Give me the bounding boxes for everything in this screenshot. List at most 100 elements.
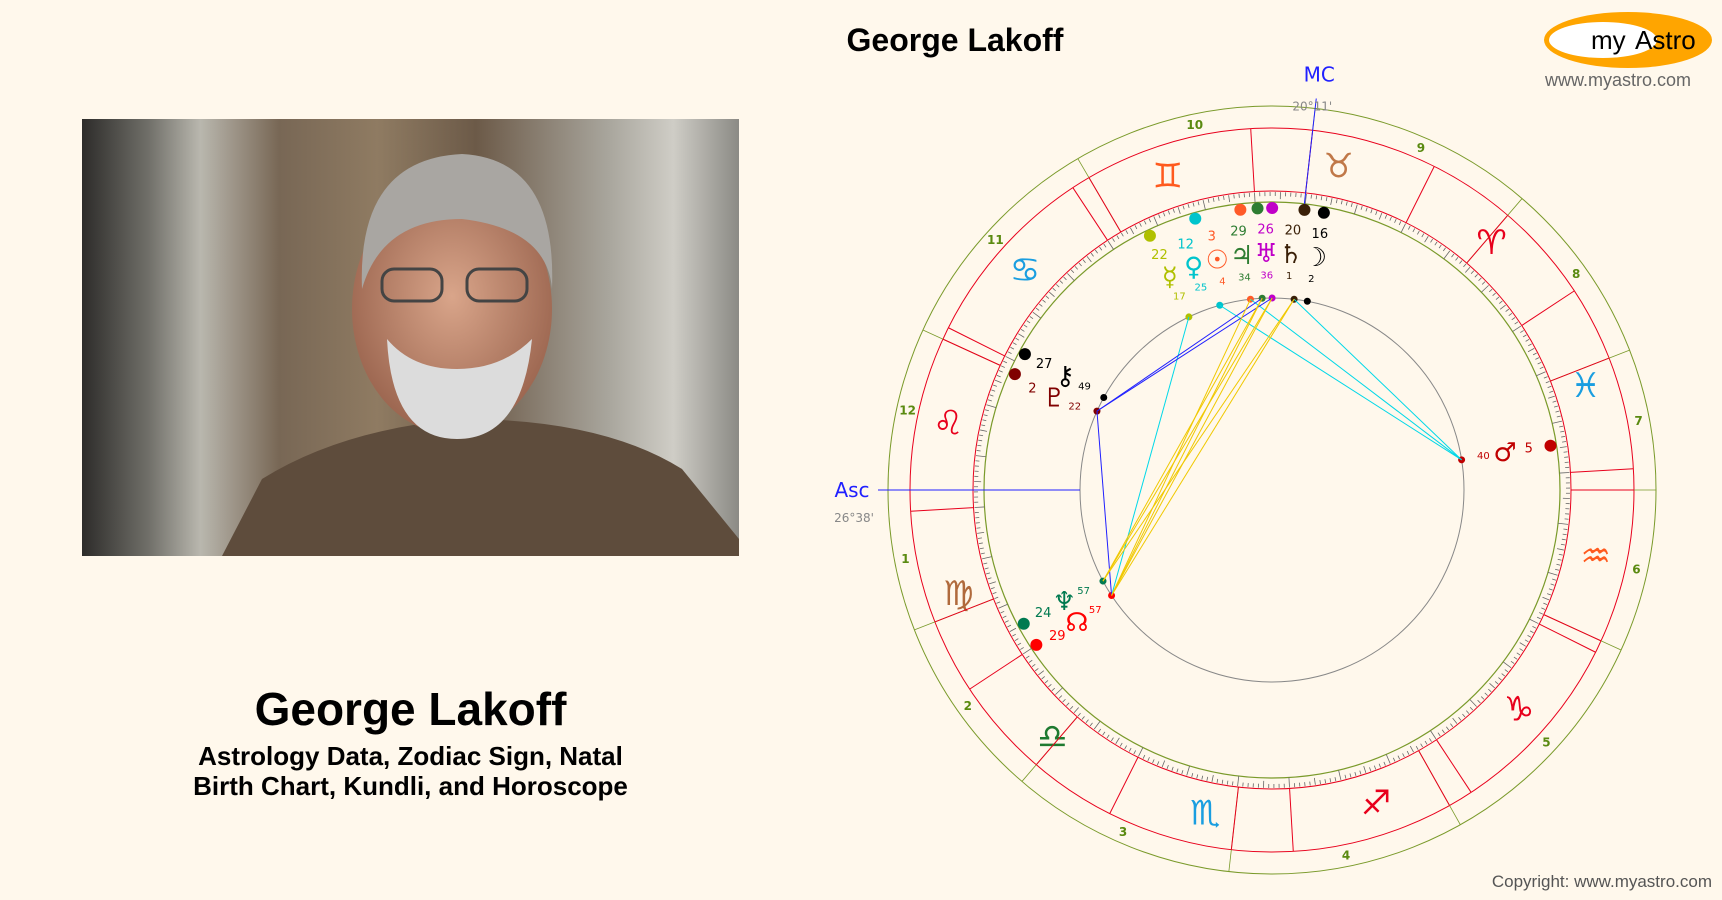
- degree-tick: [1441, 729, 1445, 734]
- degree-tick: [1349, 773, 1352, 778]
- degree-tick: [1548, 395, 1555, 399]
- planet-dot-uranus: [1266, 202, 1279, 215]
- logo-url[interactable]: www.myastro.com: [1545, 70, 1692, 90]
- degree-tick: [1125, 230, 1129, 234]
- degree-tick: [1522, 334, 1527, 338]
- degree-tick: [1469, 706, 1474, 711]
- planet-dot-chiron: [1018, 348, 1031, 361]
- degree-tick: [991, 389, 996, 392]
- planet-minutes-neptune: 57: [1077, 586, 1090, 597]
- degree-tick: [1481, 285, 1489, 293]
- degree-tick: [1330, 198, 1333, 206]
- degree-tick: [994, 379, 1002, 384]
- degree-tick: [1191, 773, 1194, 778]
- degree-tick: [976, 527, 981, 529]
- degree-tick: [1196, 774, 1199, 779]
- planet-dot-pluto: [1008, 368, 1021, 381]
- degree-tick: [979, 547, 984, 550]
- degree-tick: [1547, 572, 1558, 576]
- sign-glyph-cancer: ♋: [1010, 250, 1040, 290]
- person-name: George Lakoff: [254, 683, 567, 735]
- house-cusp: [1088, 177, 1122, 233]
- aspect-line-jupiter-node: [1111, 298, 1263, 596]
- degree-tick: [1116, 235, 1120, 240]
- degree-tick: [1421, 233, 1425, 238]
- degree-tick: [977, 444, 982, 447]
- person-subtitle: Astrology Data, Zodiac Sign, Natal Birth…: [82, 741, 739, 801]
- sign-boundary: [1570, 468, 1634, 473]
- planet-degree-pluto: 2: [1028, 382, 1036, 397]
- degree-tick: [1547, 385, 1552, 389]
- house-cusp: [1466, 214, 1509, 264]
- degree-tick: [1128, 747, 1132, 752]
- degree-tick: [1536, 371, 1546, 377]
- aspect-line-jupiter-neptune: [1102, 298, 1263, 582]
- asc-label: Asc: [834, 478, 869, 502]
- planet-glyph-mercury: ☿: [1162, 262, 1178, 292]
- planet-glyph-venus: ♀: [1184, 252, 1203, 282]
- degree-tick: [1499, 304, 1506, 310]
- aspect-line-saturn-neptune: [1102, 298, 1295, 582]
- planet-minutes-mars: 40: [1477, 451, 1490, 462]
- degree-tick: [1221, 779, 1224, 784]
- degree-tick: [1430, 730, 1437, 740]
- degree-tick: [1186, 765, 1190, 776]
- degree-tick: [1429, 738, 1432, 742]
- planet-degree-node: 29: [1049, 629, 1066, 644]
- degree-tick: [994, 596, 999, 599]
- degree-tick: [1334, 777, 1337, 782]
- sign-glyph-pisces: ♓: [1570, 366, 1600, 406]
- degree-tick: [1477, 699, 1481, 704]
- planet-degree-uranus: 26: [1257, 223, 1274, 238]
- degree-tick: [1313, 777, 1316, 785]
- degree-tick: [1310, 194, 1312, 199]
- degree-tick: [989, 581, 996, 585]
- degree-tick: [1345, 201, 1348, 206]
- degree-tick: [1420, 743, 1424, 748]
- asc-degree: 26°38': [834, 511, 874, 525]
- planet-glyph-pluto: ♇: [1043, 384, 1066, 414]
- degree-tick: [1007, 351, 1012, 355]
- planet-dot-venus: [1189, 212, 1202, 225]
- planet-dot-sun: [1234, 203, 1247, 216]
- planet-degree-mars: 5: [1525, 442, 1533, 457]
- degree-tick: [1478, 277, 1482, 282]
- degree-tick: [1018, 333, 1025, 338]
- myastro-logo[interactable]: my Astro: [1543, 11, 1713, 69]
- degree-tick: [1017, 642, 1022, 646]
- degree-tick: [1359, 770, 1362, 775]
- degree-tick: [1058, 695, 1063, 699]
- degree-tick: [1501, 673, 1506, 677]
- degree-tick: [1547, 593, 1552, 596]
- degree-tick: [1549, 390, 1554, 393]
- planet-degree-venus: 12: [1177, 237, 1194, 252]
- degree-tick: [1559, 472, 1570, 474]
- degree-tick: [1520, 330, 1524, 333]
- planet-dot-node: [1030, 638, 1043, 651]
- degree-tick: [1537, 361, 1542, 365]
- degree-tick: [1000, 610, 1005, 614]
- degree-tick: [1561, 538, 1566, 541]
- degree-tick: [977, 531, 985, 534]
- house-number-7: 7: [1634, 414, 1642, 428]
- degree-tick: [998, 603, 1008, 609]
- degree-tick: [1474, 274, 1478, 278]
- degree-tick: [1462, 713, 1466, 718]
- degree-tick: [1056, 284, 1060, 288]
- degree-tick: [1124, 745, 1127, 750]
- degree-tick: [996, 601, 1001, 604]
- degree-tick: [1020, 647, 1024, 650]
- mc-line: [1303, 98, 1317, 204]
- degree-tick: [1363, 766, 1367, 773]
- degree-tick: [1217, 196, 1220, 201]
- degree-tick: [1481, 281, 1486, 285]
- degree-tick: [1373, 765, 1377, 770]
- degree-tick: [1325, 197, 1328, 202]
- degree-tick: [1023, 324, 1028, 328]
- degree-tick: [1007, 624, 1012, 628]
- degree-tick: [1163, 212, 1166, 217]
- degree-tick: [1424, 740, 1428, 745]
- degree-tick: [1450, 723, 1454, 728]
- sign-boundary: [1521, 290, 1575, 326]
- logo-text-my: my: [1591, 25, 1626, 55]
